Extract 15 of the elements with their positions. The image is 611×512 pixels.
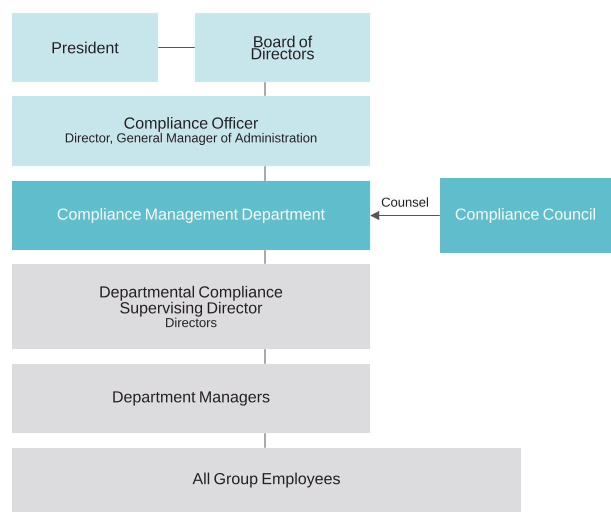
org-box: All Group Employees [12, 448, 521, 512]
connector [264, 348, 266, 364]
connector [264, 250, 266, 264]
connector [264, 432, 266, 448]
org-box: Compliance Council [440, 178, 611, 253]
org-box: President [12, 13, 158, 82]
org-box: Departmental Compliance Supervising Director Directors [12, 264, 370, 349]
connector [158, 47, 196, 48]
edge-label: Counsel [382, 197, 428, 207]
org-box: Board of Directors [195, 13, 370, 82]
connector [264, 82, 266, 96]
connector [264, 166, 266, 182]
org-box: Department Managers [12, 364, 370, 433]
org-box: Compliance Management Department [12, 181, 370, 250]
org-box: Compliance Officer Director, General Manager of Administration [12, 96, 370, 166]
